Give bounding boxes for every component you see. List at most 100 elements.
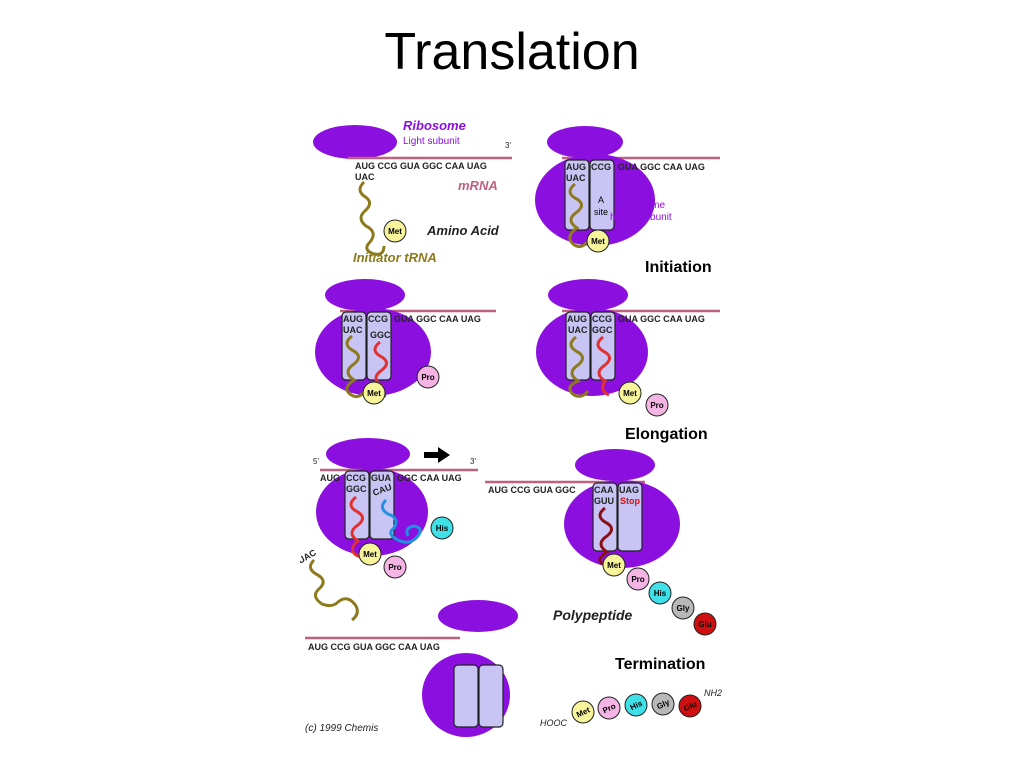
codon-aug: AUG	[343, 314, 363, 324]
released-anticodon-uac: UAC	[300, 547, 318, 566]
anticodon-uac: UAC	[566, 173, 586, 183]
amino-acid-label: Amino Acid	[426, 223, 500, 238]
met-amino-acid	[362, 381, 386, 405]
a-site-label-1: A	[598, 195, 604, 205]
stage-termination: Termination	[615, 656, 705, 673]
met-label: Met	[607, 561, 621, 570]
anticodon-uac: UAC	[343, 325, 363, 335]
met-label: Met	[623, 389, 637, 398]
a-site	[478, 664, 504, 728]
met-label: Met	[388, 227, 402, 236]
pro-label: Pro	[631, 575, 644, 584]
direction-arrow	[424, 447, 450, 463]
codon-ccg: CCG	[592, 314, 612, 324]
three-prime-label: 3'	[505, 141, 511, 150]
anticodon-uac: UAC	[355, 172, 375, 182]
mrna-sequence: AUG CCG GUA GGC CAA UAG	[308, 642, 440, 652]
codon-caa: CAA	[594, 485, 614, 495]
ribosome-label: Ribosome	[403, 118, 466, 133]
mrna-label: mRNA	[458, 178, 498, 193]
codon-aug: AUG	[320, 473, 340, 483]
translocation-panel: 5' 3' AUG CCG GUA GGC CAA UAG GGC CAU Me…	[300, 438, 478, 622]
mrna-remaining: GUA GGC CAA UAG	[394, 314, 481, 324]
codon-ccg: CCG	[591, 162, 611, 172]
pro-amino-acid	[626, 567, 650, 591]
met-label: Met	[367, 389, 381, 398]
initiator-trna-label: Initiator tRNA	[353, 250, 437, 265]
codon-aug: AUG	[567, 314, 587, 324]
codon-ccg: CCG	[368, 314, 388, 324]
met-amino-acid	[358, 542, 382, 566]
met-amino-acid	[383, 219, 407, 243]
pro-amino-acid	[383, 555, 407, 579]
released-initiator-trna	[309, 558, 359, 622]
copyright: (c) 1999 Chemis	[305, 723, 378, 734]
light-subunit	[575, 449, 655, 481]
mrna-remaining: GGC CAA UAG	[397, 473, 462, 483]
met-amino-acid	[586, 229, 610, 253]
initiator-trna	[568, 182, 589, 249]
his-amino-acid	[648, 581, 672, 605]
codon-uag: UAG	[619, 485, 639, 495]
mrna-remaining: GUA GGC CAA UAG	[618, 162, 705, 172]
elongation-panel-1: AUG CCG GUA GGC CAA UAG UAC GGC Met Pro	[315, 279, 496, 405]
initiation-panel: AUG CCG GUA GGC CAA UAG UAC A site Ribos…	[535, 126, 720, 276]
components-panel: Ribosome Light subunit 3' AUG CCG GUA GG…	[313, 118, 512, 265]
trna-pro	[349, 495, 370, 559]
codon-gua: GUA	[371, 473, 392, 483]
met-amino-acid	[618, 381, 642, 405]
mrna-remaining: GUA GGC CAA UAG	[618, 314, 705, 324]
pro-amino-acid	[645, 393, 669, 417]
pro-label: Pro	[388, 563, 401, 572]
stage-initiation: Initiation	[645, 259, 712, 276]
gly-amino-acid	[671, 596, 695, 620]
a-site-label-2: site	[594, 207, 608, 217]
trna-his	[381, 498, 422, 544]
termination-panel: AUG CCG GUA GGC CAA UAG Termination HOOC…	[305, 600, 722, 737]
anticodon-ggc: GGC	[592, 325, 613, 335]
nh2-label: NH2	[704, 688, 722, 698]
initiator-trna	[345, 334, 366, 399]
elongation-panel-2: AUG CCG GUA GGC CAA UAG UAC GGC Met Pro …	[536, 279, 720, 443]
stop-label: Stop	[620, 496, 640, 506]
initiator-trna	[358, 180, 386, 256]
light-subunit	[326, 438, 410, 470]
anticodon-guu: GUU	[594, 496, 614, 506]
released-glu	[678, 694, 702, 718]
heavy-subunit-label-1: Ribosome	[620, 200, 665, 211]
his-label: His	[654, 589, 667, 598]
glu-label: Glu	[698, 620, 711, 629]
initiator-trna	[568, 335, 590, 398]
slide-title: Translation	[384, 23, 640, 81]
light-subunit	[325, 279, 405, 311]
released-met	[571, 700, 595, 724]
a-site	[589, 159, 615, 231]
heavy-subunit-label-2: heavy subunit	[610, 212, 672, 223]
pro-label: Pro	[650, 401, 663, 410]
anticodon-uac: UAC	[568, 325, 588, 335]
anticodon-ggc: GGC	[370, 330, 391, 340]
a-site	[617, 482, 643, 552]
trna-pro	[596, 335, 611, 397]
polypeptide-label: Polypeptide	[553, 607, 633, 623]
codon-ccg: CCG	[346, 473, 366, 483]
his-amino-acid	[430, 516, 454, 540]
anticodon-ggc: GGC	[346, 484, 367, 494]
light-subunit	[438, 600, 518, 632]
hooc-label: HOOC	[540, 718, 568, 728]
glu-amino-acid	[693, 612, 717, 636]
mrna-sequence: AUG CCG GUA GGC CAA UAG	[355, 161, 487, 171]
mrna-translated: AUG CCG GUA GGC	[488, 485, 576, 495]
light-subunit-label: Light subunit	[403, 136, 460, 147]
light-subunit	[548, 279, 628, 311]
light-subunit	[547, 126, 623, 158]
a-site	[366, 311, 392, 381]
translation-figure: .rb { fill:#8b10e0; } .site { fill:#c8c4…	[300, 118, 722, 737]
five-prime-label: 5'	[313, 457, 319, 466]
stop-codon-panel: AUG CCG GUA GGC CAA UAG GUU Stop Met Pro…	[485, 449, 717, 636]
three-prime-label: 3'	[470, 457, 476, 466]
pro-label: Pro	[421, 373, 434, 382]
p-site	[564, 159, 590, 231]
met-amino-acid	[602, 553, 626, 577]
gly-label: Gly	[677, 604, 690, 613]
